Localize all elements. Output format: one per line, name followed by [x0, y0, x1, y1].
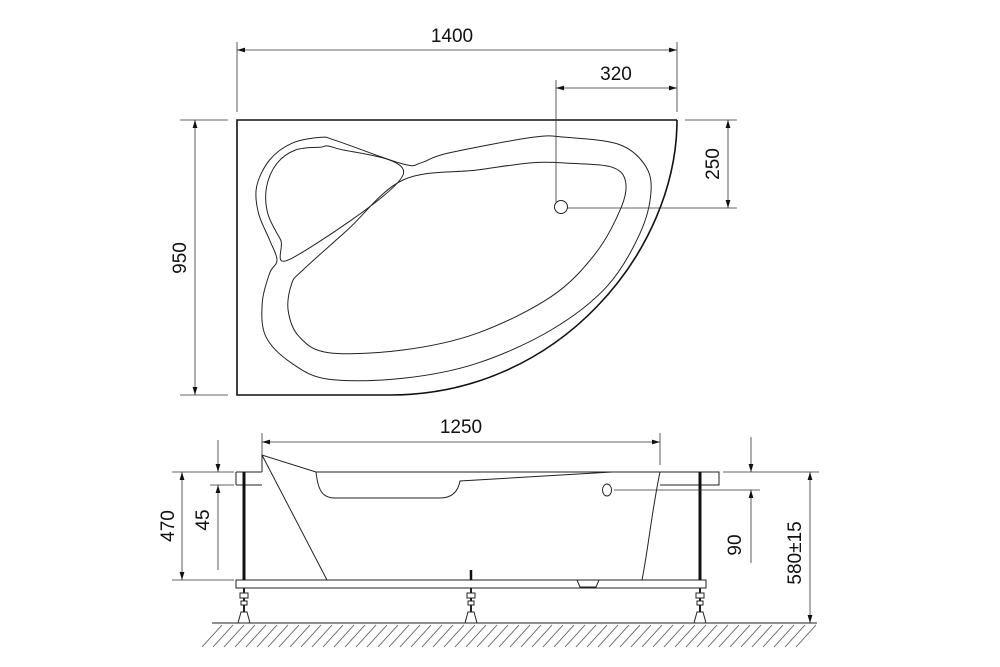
hatch-line: [663, 624, 685, 648]
hatch-line: [641, 624, 663, 648]
drain-hole: [554, 200, 568, 214]
hatch-line: [234, 624, 256, 648]
dimension-drain-x: 320: [555, 64, 677, 202]
dimension-overflow-depth: 90: [614, 437, 819, 563]
tub-outline-top: [236, 119, 678, 396]
hatch-line: [355, 624, 377, 648]
hatch-line: [278, 624, 300, 648]
foot: [693, 588, 707, 624]
hatch-line: [311, 624, 333, 648]
hatch-line: [751, 624, 773, 648]
hatch-line: [267, 624, 289, 648]
hatch-line: [542, 624, 564, 648]
hatch-line: [432, 624, 454, 648]
hatch-line: [388, 624, 410, 648]
hatch-line: [410, 624, 432, 648]
hatch-line: [245, 624, 267, 648]
hatch-line: [586, 624, 608, 648]
total-height-label: 580±15: [785, 521, 806, 584]
hatch-line: [454, 624, 476, 648]
hatch-line: [322, 624, 344, 648]
hatch-line: [729, 624, 751, 648]
hatch-line: [597, 624, 619, 648]
dimension-depth: 950: [170, 119, 228, 396]
tub-body-profile: [261, 454, 661, 581]
hatch-line: [333, 624, 355, 648]
hatch-line: [674, 624, 696, 648]
hatch-line: [630, 624, 652, 648]
hatch-line: [520, 624, 542, 648]
tub-rim: [235, 471, 720, 486]
hatch-line: [399, 624, 421, 648]
width-label: 1400: [431, 26, 473, 47]
overflow-depth-label: 90: [725, 534, 746, 555]
dimension-drain-y: 250: [568, 119, 737, 209]
hatch-line: [223, 624, 245, 648]
hatch-line: [498, 624, 520, 648]
hatch-line: [421, 624, 443, 648]
hatch-line: [707, 624, 729, 648]
hatch-line: [553, 624, 575, 648]
rim-thickness-label: 45: [193, 509, 214, 530]
dimension-width: 1400: [236, 26, 678, 112]
hatch-line: [696, 624, 718, 648]
support-frame: [235, 579, 707, 589]
hatch-line: [366, 624, 388, 648]
dimension-total-height: 580±15: [785, 472, 813, 623]
drain-outlet: [576, 579, 600, 588]
hatch-line: [201, 624, 223, 648]
height-label: 470: [158, 510, 179, 542]
hatch-line: [289, 624, 311, 648]
hatch-line: [564, 624, 586, 648]
bowl-inner-contour: [287, 161, 627, 355]
hatch-line: [773, 624, 795, 648]
hatch-line: [465, 624, 487, 648]
dimension-height: 470: [158, 471, 234, 581]
rim-outer-contour: [255, 135, 652, 382]
headrest-contour: [265, 145, 404, 262]
hatch-line: [377, 624, 399, 648]
hatch-line: [256, 624, 278, 648]
hatch-line: [212, 624, 234, 648]
foot: [237, 588, 251, 624]
hatch-line: [300, 624, 322, 648]
hatch-line: [509, 624, 531, 648]
depth-label: 950: [170, 242, 191, 274]
hatch-line: [487, 624, 509, 648]
hatch-line: [685, 624, 707, 648]
hatch-line: [795, 624, 817, 648]
dimension-inner-length: 1250: [261, 417, 661, 465]
hatch-line: [608, 624, 630, 648]
hatch-line: [575, 624, 597, 648]
foot: [464, 588, 478, 624]
adjustable-feet: [237, 588, 707, 624]
top-view: 1400 320 250 950: [170, 26, 737, 396]
side-view: 1250 470 45: [158, 417, 819, 648]
drain-y-label: 250: [703, 148, 724, 180]
hatch-line: [531, 624, 553, 648]
dimension-rim-thickness: 45: [193, 440, 234, 570]
hatch-line: [652, 624, 674, 648]
hatch-line: [762, 624, 784, 648]
hatch-line: [619, 624, 641, 648]
inner-length-label: 1250: [440, 417, 482, 438]
hatch-line: [718, 624, 740, 648]
hatch-line: [476, 624, 498, 648]
hatch-line: [740, 624, 762, 648]
drain-x-label: 320: [600, 64, 632, 85]
overflow-hole: [602, 483, 612, 497]
hatch-line: [443, 624, 465, 648]
floor-hatching: [201, 624, 817, 648]
hatch-line: [784, 624, 806, 648]
hatch-line: [344, 624, 366, 648]
